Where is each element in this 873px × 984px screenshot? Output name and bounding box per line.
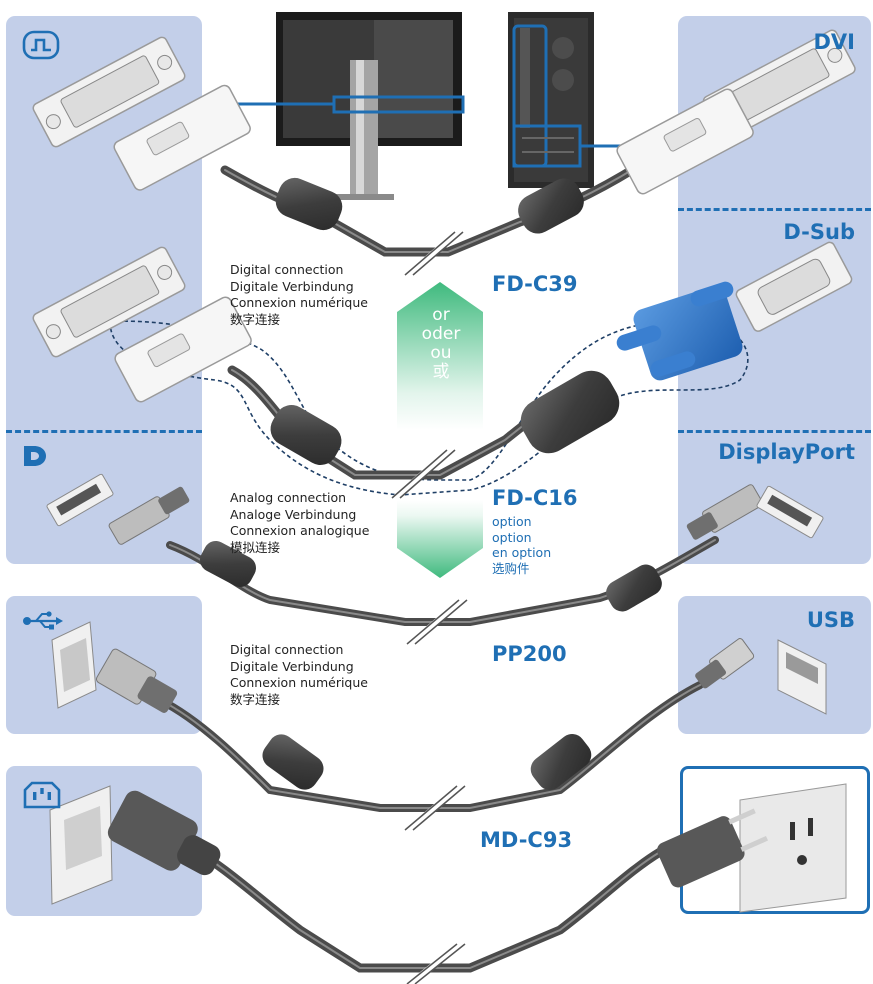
power-inlet-icon: [22, 780, 62, 814]
dvi-connectors: [32, 29, 856, 403]
usb-cable: [51, 621, 827, 833]
option-line: en option: [492, 545, 552, 560]
or-line: oder: [421, 324, 461, 344]
vga-connector: [616, 281, 743, 381]
monitor-illustration: [276, 12, 465, 200]
power-cable: [49, 783, 847, 984]
model-dsub-cable: FD-C16: [492, 486, 578, 510]
desc-usb-cable: Digital connection Digitale Verbindung C…: [230, 642, 368, 708]
model-dvi-cable: FD-C39: [492, 272, 578, 296]
displayport-logo-icon: [22, 444, 48, 472]
separator-right-top: [678, 208, 871, 211]
desc-line: Digitale Verbindung: [230, 658, 354, 674]
desc-line: Connexion numérique: [230, 675, 368, 690]
separator-left: [6, 430, 202, 433]
port-label-usb: USB: [806, 608, 855, 632]
or-arrow-down: [397, 282, 483, 430]
port-label-displayport: DisplayPort: [718, 440, 855, 464]
desc-line: 数字连接: [230, 311, 281, 327]
digital-port-icon: [22, 30, 60, 64]
or-line: 或: [432, 362, 450, 382]
desc-line: Analog connection: [230, 490, 347, 505]
desc-line: Digitale Verbindung: [230, 278, 354, 294]
option-note-dsub: option option en option 选购件: [492, 514, 551, 576]
pc-tower-illustration: [508, 12, 594, 188]
displayport-cable: [46, 473, 824, 647]
desc-line: Connexion analogique: [230, 523, 370, 538]
desc-line: Connexion numérique: [230, 295, 368, 310]
option-line: option: [492, 514, 532, 529]
option-line: option: [492, 529, 532, 545]
desc-line: Digital connection: [230, 642, 344, 657]
port-label-dsub: D-Sub: [783, 220, 855, 244]
or-text: or oder ou 或: [398, 306, 484, 382]
or-line: ou: [430, 343, 452, 363]
desc-line: Digital connection: [230, 262, 344, 277]
desc-line: 模拟连接: [230, 539, 281, 555]
dvi-cable: [220, 160, 645, 278]
option-line: 选购件: [492, 560, 530, 576]
separator-right-bottom: [678, 430, 871, 433]
or-arrow-up: [397, 500, 483, 578]
desc-dvi-cable: Digital connection Digitale Verbindung C…: [230, 262, 368, 328]
dsub-cable: [109, 281, 749, 501]
or-line: or: [432, 305, 450, 325]
desc-line: Analoge Verbindung: [230, 506, 357, 522]
model-power-cable: MD-C93: [480, 828, 573, 852]
model-usb-cable: PP200: [492, 642, 567, 666]
usb-symbol-icon: [22, 610, 64, 636]
desc-line: 数字连接: [230, 691, 281, 707]
desc-dsub-cable: Analog connection Analoge Verbindung Con…: [230, 490, 369, 556]
port-label-dvi: DVI: [813, 30, 856, 54]
